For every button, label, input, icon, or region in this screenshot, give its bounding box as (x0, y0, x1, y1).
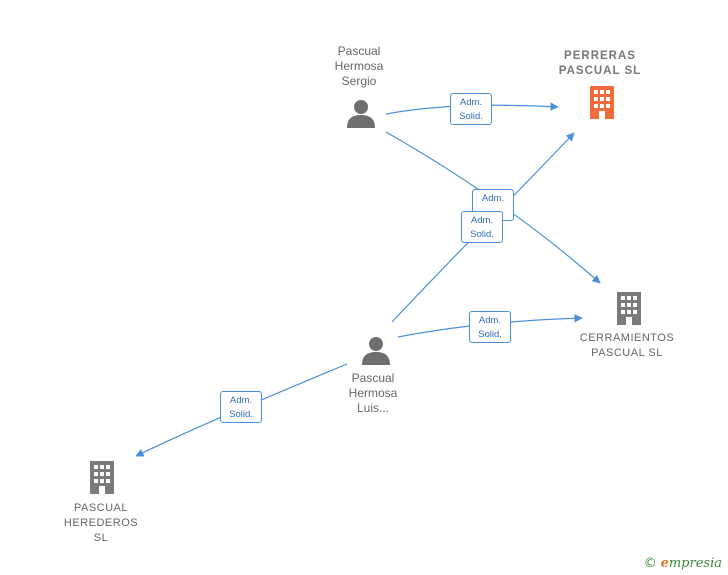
building-icon[interactable] (586, 85, 618, 119)
edge-label-luis-perreras[interactable]: Adm. Solid. (461, 211, 503, 243)
edge-label-luis-cerramientos[interactable]: Adm. Solid. (469, 311, 511, 343)
edge-label-line2: Solid. (229, 409, 253, 420)
edge-label-luis-herederos[interactable]: Adm. Solid. (220, 391, 262, 423)
edge-label-line1: Adm. (481, 193, 505, 204)
edge-label-line2: Solid. (470, 229, 494, 240)
edge-label-line1: Adm. (478, 315, 502, 326)
edge-label-sergio-perreras[interactable]: Adm. Solid. (450, 93, 492, 125)
edge-label-line2: Solid. (459, 111, 483, 122)
building-icon[interactable] (613, 291, 645, 325)
person-icon[interactable] (345, 98, 377, 130)
brand-footer: ©empresia (644, 556, 722, 571)
node-name-perreras: PERRERAS PASCUAL SL (558, 50, 642, 77)
node-label-herederos[interactable]: PASCUAL HEREDEROS SL (46, 501, 156, 546)
brand-logo-rest: mpresia (668, 556, 722, 571)
node-label-sergio[interactable]: Pascual Hermosa Sergio (304, 44, 414, 89)
node-name-luis: Pascual Hermosa Luis... (348, 371, 398, 415)
building-icon[interactable] (86, 460, 118, 494)
node-name-cerramientos: CERRAMIENTOS PASCUAL SL (579, 332, 675, 359)
edge-label-line2: Solid. (478, 329, 502, 340)
brand-logo-e: e (660, 556, 669, 571)
node-label-luis[interactable]: Pascual Hermosa Luis... (318, 371, 428, 416)
node-name-sergio: Pascual Hermosa Sergio (334, 44, 384, 88)
node-name-herederos: PASCUAL HEREDEROS SL (63, 502, 139, 544)
copyright-symbol: © (643, 556, 657, 571)
edge-label-line1: Adm. (459, 97, 483, 108)
edge-label-line1: Adm. (229, 395, 253, 406)
edge-label-line1: Adm. (470, 215, 494, 226)
node-label-perreras[interactable]: PERRERAS PASCUAL SL (545, 49, 655, 79)
person-icon[interactable] (360, 335, 392, 367)
node-label-cerramientos[interactable]: CERRAMIENTOS PASCUAL SL (572, 331, 682, 361)
